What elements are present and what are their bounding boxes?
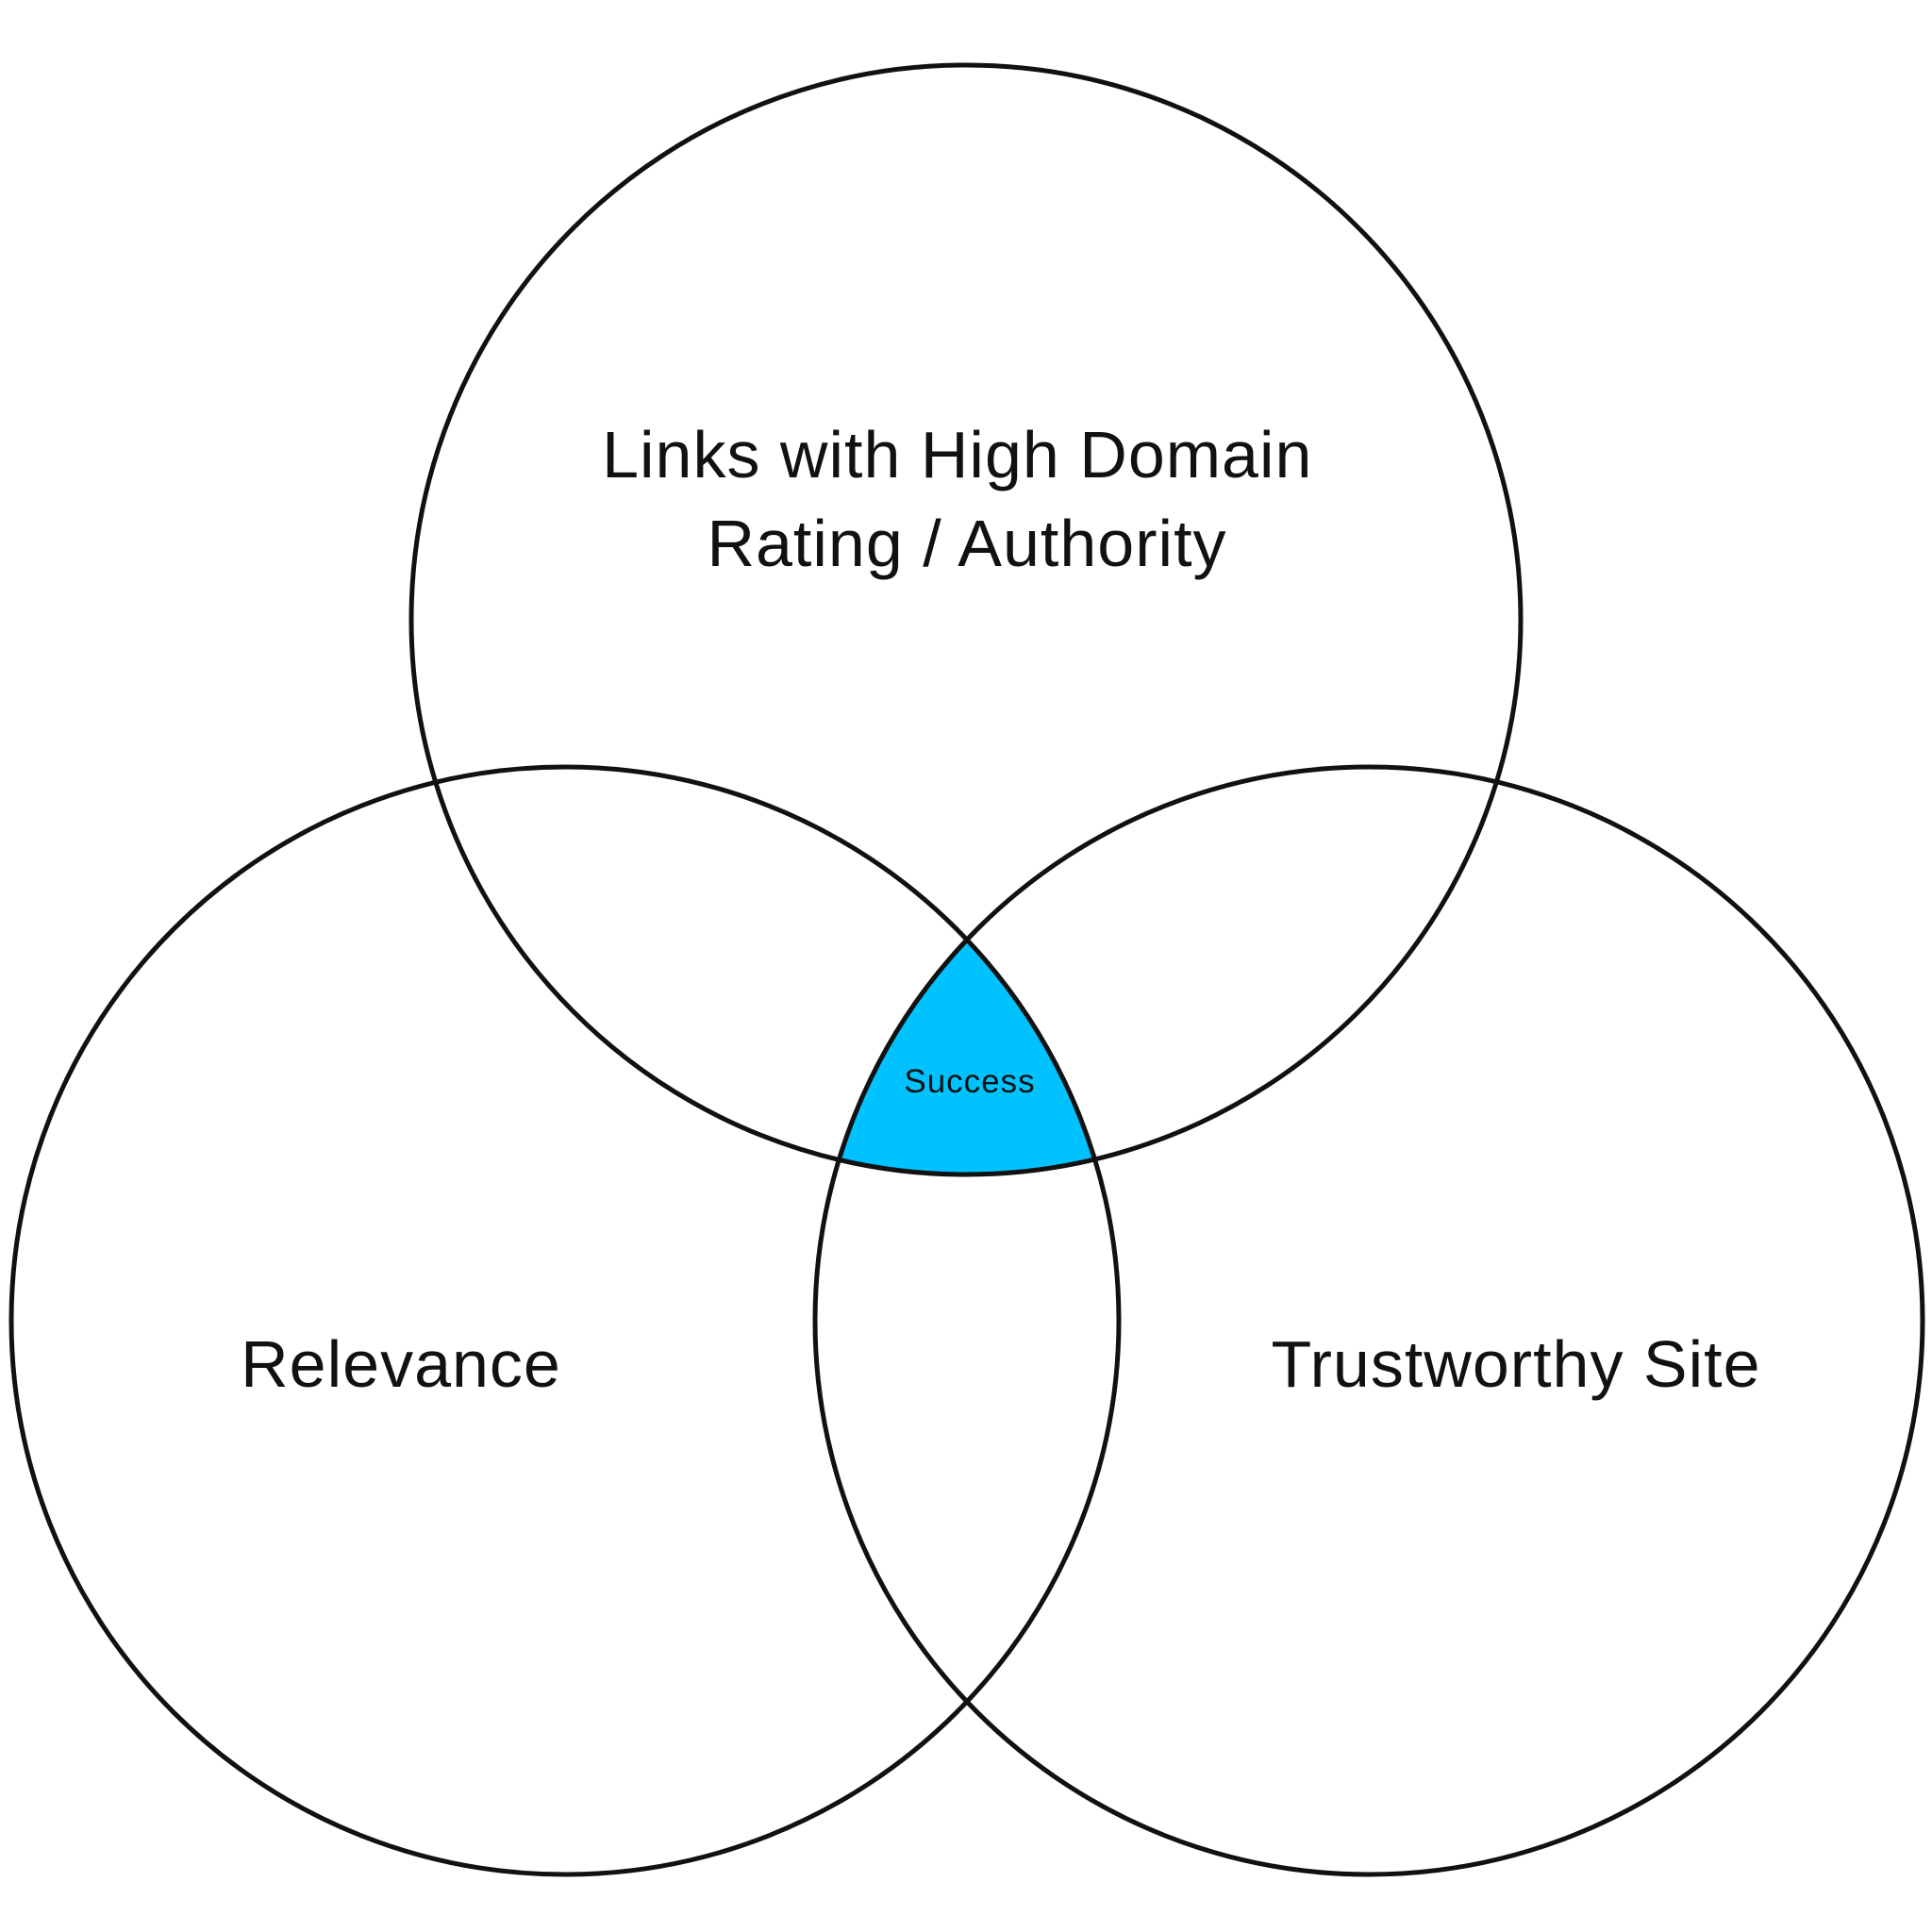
trustworthy-label: Trustworthy Site (1271, 1327, 1760, 1401)
success-label: Success (904, 1063, 1035, 1100)
authority-circle (408, 62, 1524, 1177)
relevance-label: Relevance (241, 1327, 561, 1401)
authority-label-line-1: Links with High Domain (602, 418, 1312, 491)
relevance-circle (8, 764, 1122, 1877)
success-intersection-region (815, 767, 1119, 1174)
authority-label: Links with High Domain Rating / Authorit… (602, 418, 1332, 580)
authority-label-line-2: Rating / Authority (707, 507, 1226, 580)
trustworthy-circle (812, 764, 1925, 1877)
